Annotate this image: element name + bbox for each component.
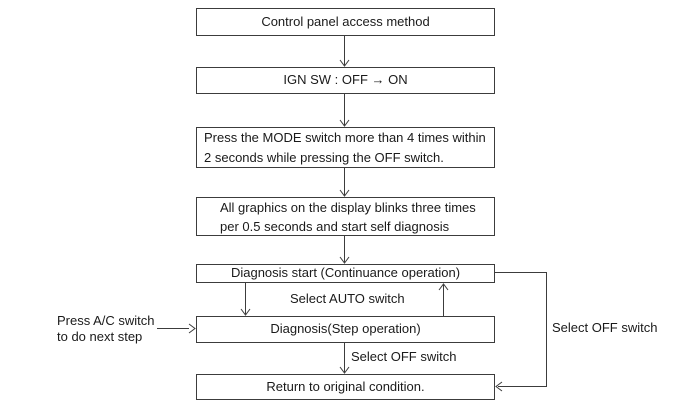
arrowhead-up-icon: [438, 283, 449, 291]
edge-label-select-off-switch-loop: Select OFF switch: [552, 320, 658, 335]
node-diagnosis-start: Diagnosis start (Continuance operation): [196, 264, 495, 283]
annotation-press-ac-switch: Press A/C switch to do next step: [57, 313, 155, 345]
annotation-line1: Press A/C switch: [57, 313, 155, 328]
edge-blink-to-diagstart: [339, 236, 350, 264]
arrowhead-down-icon: [339, 256, 350, 264]
node-label-line1: Press the MODE switch more than 4 times …: [204, 129, 486, 145]
arrowhead-down-icon: [339, 119, 350, 127]
edge-diagstep-to-return: [339, 343, 350, 374]
arrowhead-down-icon: [339, 366, 350, 374]
node-ign-sw-off-on: IGN SW : OFF → ON: [196, 67, 495, 94]
arrowhead-down-icon: [339, 189, 350, 197]
arrowhead-down-icon: [240, 308, 251, 316]
arrowhead-left-icon: [495, 381, 503, 392]
edge-diagstart-to-diagstep: [240, 283, 251, 316]
node-label-line1: All graphics on the display blinks three…: [220, 199, 476, 215]
node-press-mode-switch: Press the MODE switch more than 4 times …: [196, 127, 495, 168]
node-label: Diagnosis start (Continuance operation): [230, 265, 461, 281]
node-label: IGN SW : OFF → ON: [283, 72, 408, 88]
node-label-line2: 2 seconds while pressing the OFF switch.: [204, 149, 444, 165]
node-label-line2: per 0.5 seconds and start self diagnosis: [220, 218, 450, 234]
edge-diagstart-to-return-loop: [495, 272, 547, 392]
node-control-panel-access-method: Control panel access method: [196, 8, 495, 36]
node-label: Diagnosis(Step operation): [270, 321, 421, 337]
node-graphics-blink: All graphics on the display blinks three…: [196, 197, 495, 236]
node-diagnosis-step: Diagnosis(Step operation): [196, 316, 495, 343]
edge-diagstep-to-diagstart: [438, 283, 449, 316]
edge-mode-to-blink: [339, 168, 350, 197]
edge-label-select-auto-switch: Select AUTO switch: [290, 291, 405, 306]
node-label: Control panel access method: [261, 13, 430, 29]
arrowhead-right-icon: [188, 323, 196, 334]
edge-label-select-off-switch-step: Select OFF switch: [351, 349, 457, 364]
edge-access-to-ign: [339, 36, 350, 67]
edge-press-ac-to-diagstep: [157, 323, 196, 334]
edge-ign-to-mode: [339, 94, 350, 127]
arrowhead-down-icon: [339, 59, 350, 67]
annotation-line2: to do next step: [57, 329, 143, 344]
node-return-original: Return to original condition.: [196, 374, 495, 400]
node-label: Return to original condition.: [266, 378, 425, 394]
